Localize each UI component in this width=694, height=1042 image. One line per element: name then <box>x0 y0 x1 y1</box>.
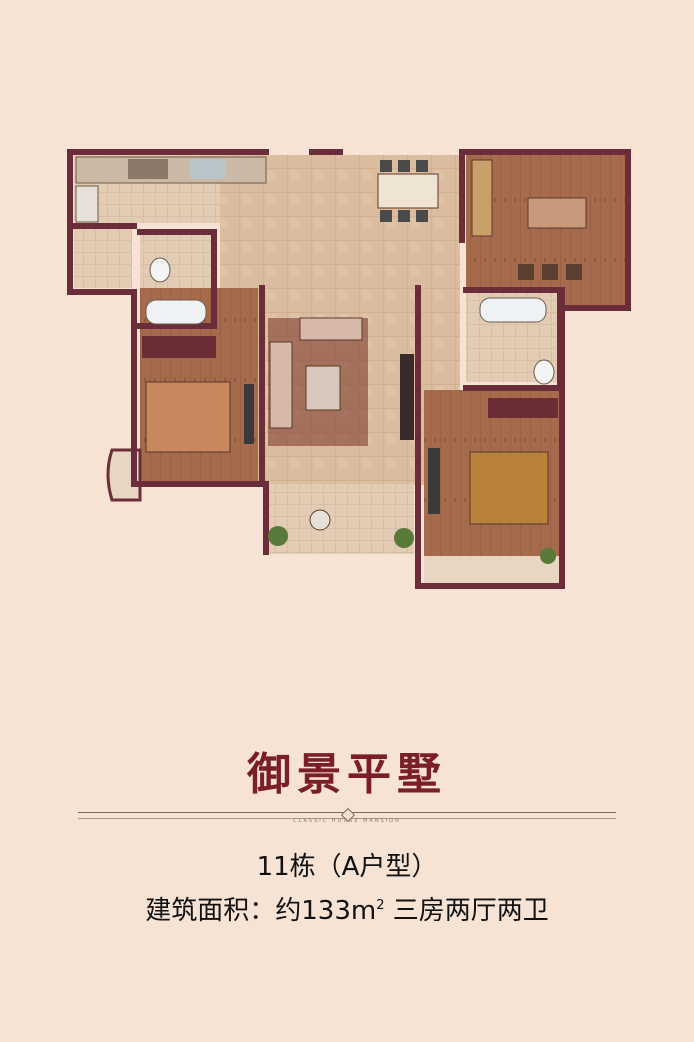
tv-1 <box>244 384 254 444</box>
tv-2 <box>428 448 440 514</box>
wardrobe-2 <box>488 398 558 418</box>
wall-outer-left <box>67 149 137 487</box>
plant-1 <box>268 526 288 546</box>
divider-text: CLASSIC HOUSE MANSION <box>293 818 401 824</box>
balcony-floor <box>268 484 414 554</box>
dining-table <box>377 173 439 209</box>
kitchen-counter <box>75 156 267 184</box>
bookshelf <box>471 159 493 237</box>
stove <box>128 159 168 179</box>
divider: CLASSIC HOUSE MANSION <box>78 806 616 826</box>
utility-floor <box>74 228 132 288</box>
building-type: 11栋（A户型） <box>256 852 438 882</box>
bed-1 <box>145 381 231 453</box>
wardrobe-1 <box>142 336 216 358</box>
sink <box>190 159 226 179</box>
toilet-1 <box>149 257 171 283</box>
bathtub-2 <box>479 297 547 323</box>
coffee-table <box>305 365 341 411</box>
fridge <box>75 185 99 223</box>
area-superscript: 2 <box>376 898 385 913</box>
floor-plan <box>67 149 631 589</box>
area-prefix: 建筑面积：约133m <box>145 896 377 926</box>
balcony2-floor <box>424 556 562 586</box>
toilet-2 <box>533 359 555 385</box>
wall-top-right <box>459 149 631 311</box>
bathtub-1 <box>145 299 207 325</box>
sofa-top <box>299 317 363 341</box>
tv-cabinet <box>400 354 414 440</box>
plant-3 <box>540 548 556 564</box>
bed-2 <box>469 451 549 525</box>
area-info: 建筑面积：约133m2 三房两厅两卫 <box>0 890 694 927</box>
sofa-left <box>269 341 293 429</box>
area-suffix: 三房两厅两卫 <box>384 896 549 926</box>
wall-bath2 <box>463 287 563 391</box>
wall-bath1 <box>137 229 217 329</box>
plant-2 <box>394 528 414 548</box>
balcony-table <box>309 509 331 531</box>
desk <box>527 197 587 229</box>
project-title: 御景平墅 <box>247 749 447 800</box>
